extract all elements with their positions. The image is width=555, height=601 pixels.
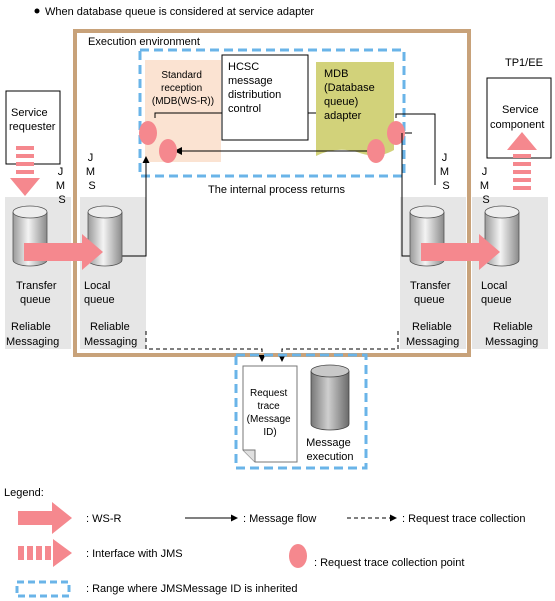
standard-reception-label: Standard reception (MDB(WS-R)) (152, 70, 214, 107)
jms-interface-arrow-down (10, 146, 40, 196)
trace-point-4 (367, 139, 385, 163)
page-title: When database queue is considered at ser… (45, 6, 314, 18)
mdb-adapter-box (316, 62, 394, 156)
legend-trace-collection-label: : Request trace collection (402, 513, 526, 525)
transfer-queue-label-right: Transfer queue (410, 280, 454, 306)
reliable-messaging-label-1: Reliable Messaging (6, 321, 59, 348)
legend-trace-point-label: : Request trace collection point (314, 557, 464, 569)
hcsc-control-label: HCSC message distribution control (228, 61, 284, 115)
flow-adapter-out (395, 113, 436, 185)
title-bullet-icon (34, 8, 40, 14)
legend-title: Legend: (4, 487, 44, 499)
hcsc-control-box (221, 54, 309, 141)
reliable-messaging-label-2: Reliable Messaging (84, 321, 137, 348)
legend-ws-r-label: : WS-R (86, 513, 121, 525)
service-requester-label: Service requester (9, 107, 56, 133)
legend-jms-range-label: : Range where JMSMessage ID is inherited (86, 583, 298, 595)
request-trace-fold-icon (243, 449, 256, 462)
internal-process-returns-label: The internal process returns (208, 184, 345, 196)
trace-line-left (145, 331, 266, 362)
standard-reception-box (145, 60, 221, 162)
jms-label-1: J M S (56, 166, 68, 206)
trace-point-2 (159, 139, 177, 163)
reliable-messaging-label-4: Reliable Messaging (485, 321, 538, 348)
tp1ee-label: TP1/EE (505, 57, 543, 69)
flow-local-to-reception (122, 156, 150, 257)
legend-message-flow-label: : Message flow (243, 513, 316, 525)
reliable-messaging-label-3: Reliable Messaging (406, 321, 459, 348)
ws-r-arrow-left (24, 234, 103, 270)
trace-point-3 (387, 121, 405, 145)
message-execution-log-label: Message execution (306, 437, 354, 463)
service-requester-box (5, 90, 61, 165)
request-trace-document (242, 365, 298, 463)
jms-range-box-top (138, 48, 406, 178)
legend-jms-range-box (15, 580, 71, 598)
message-execution-log-cylinder (310, 364, 350, 431)
flow-reception-to-hcsc (154, 112, 222, 118)
execution-environment-label: Execution environment (88, 36, 200, 48)
local-queue-label-right: Local queue (481, 280, 512, 306)
jms-label-3: J M S (440, 152, 452, 192)
jms-interface-arrow-up (507, 132, 537, 190)
trace-point-1 (139, 121, 157, 145)
transfer-queue-label-left: Transfer queue (16, 280, 60, 306)
request-trace-label: Request trace (Message ID) (247, 388, 294, 438)
mdb-adapter-label: MDB (Database queue) adapter (324, 68, 378, 122)
legend-jms-interface-arrow (18, 539, 72, 567)
jms-range-box-bottom (234, 353, 368, 470)
local-queue-label-left: Local queue (84, 280, 115, 306)
jms-label-4: J M S (480, 166, 492, 206)
ws-r-arrow-right (421, 234, 500, 270)
jms-label-2: J M S (86, 152, 98, 192)
legend-ws-r-arrow (18, 502, 72, 534)
legend-jms-interface-label: : Interface with JMS (86, 548, 183, 560)
legend-trace-point-icon (289, 544, 307, 568)
service-component-label: Service component (490, 104, 544, 131)
